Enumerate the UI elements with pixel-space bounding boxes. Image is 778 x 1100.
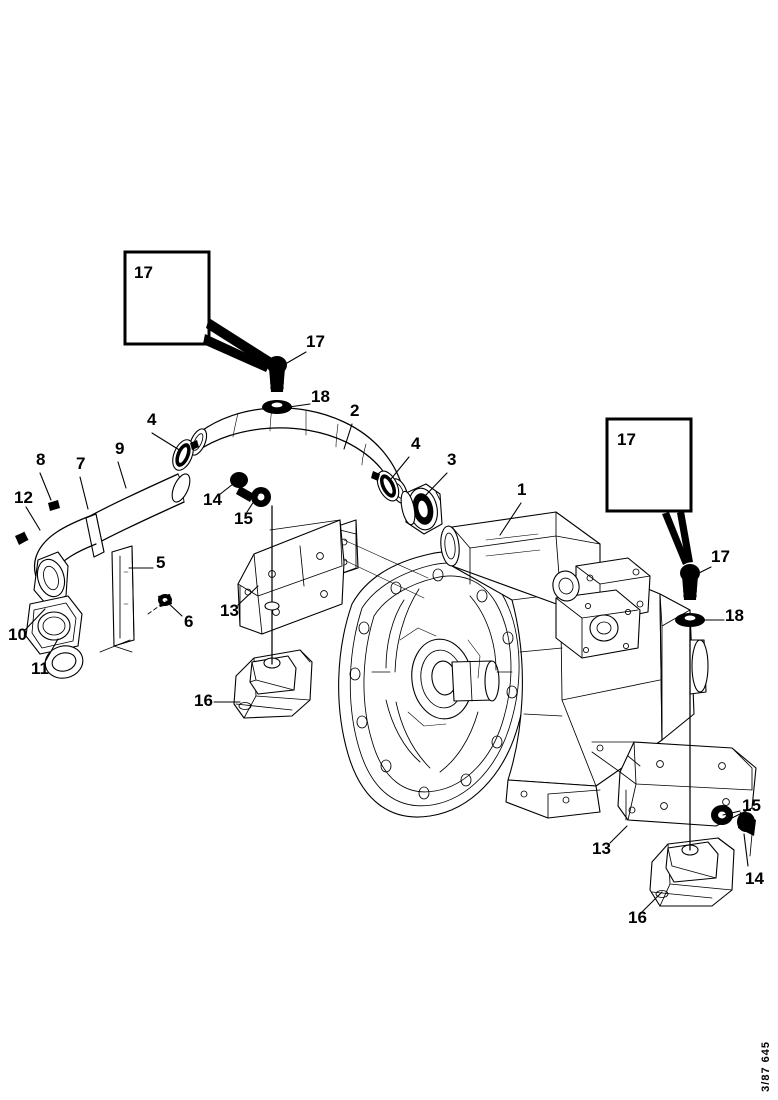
callout-13-right: 13	[592, 839, 611, 858]
callout-2: 2	[350, 401, 360, 420]
clamp-4-right	[371, 470, 400, 502]
callout-15-right: 15	[742, 796, 761, 815]
callout-3: 3	[447, 450, 457, 469]
heat-shield-5	[99, 545, 135, 653]
detail-box-left	[123, 250, 211, 346]
bolt-14-left	[230, 472, 254, 502]
callout-16-left: 16	[194, 691, 213, 710]
sheet-code: 3/87 645	[760, 1041, 772, 1092]
callout-1: 1	[517, 480, 527, 499]
callout-17-right: 17	[711, 547, 730, 566]
callout-11: 11	[31, 659, 49, 678]
callout-10: 10	[8, 625, 27, 644]
stud-17-right	[680, 564, 700, 600]
callout-8: 8	[36, 450, 46, 469]
transmission-assembly	[331, 511, 709, 819]
pipe-assembly-7	[15, 473, 191, 679]
callout-4-right: 4	[411, 434, 421, 453]
detail-box-right	[605, 417, 693, 513]
right-rubber-mount-16	[649, 837, 735, 907]
callout-6: 6	[184, 612, 194, 631]
bell-housing	[338, 551, 528, 818]
callout-13-left: 13	[220, 601, 239, 620]
bolt-14-right	[737, 812, 756, 857]
stud-17-top	[267, 356, 287, 392]
callout-leaders	[23, 351, 749, 913]
left-mount-bracket-13	[237, 519, 345, 635]
callout-7: 7	[76, 454, 86, 473]
detail-box-right-number: 17	[617, 430, 636, 449]
detail-pointer-right	[677, 511, 693, 563]
washer-18-top	[262, 400, 292, 414]
callout-4-left: 4	[147, 410, 157, 429]
callout-17-top: 17	[306, 332, 325, 351]
washer-15-right	[711, 805, 733, 825]
callout-9: 9	[115, 439, 125, 458]
detail-box-left-number: 17	[134, 263, 153, 282]
washer-15-left	[251, 487, 271, 507]
adapter-3	[400, 483, 443, 535]
washer-18-right	[675, 613, 705, 627]
left-rubber-mount-16	[233, 649, 313, 719]
callout-18-top: 18	[311, 387, 330, 406]
gearbox-case	[331, 511, 709, 819]
clamp-4-left	[172, 439, 199, 471]
callout-15-left: 15	[234, 509, 253, 528]
callout-5: 5	[156, 553, 166, 572]
detail-pointer-left	[206, 318, 272, 366]
right-mount-bracket-13	[591, 741, 757, 827]
callout-12: 12	[14, 488, 33, 507]
callout-16-right: 16	[628, 908, 647, 927]
callout-14-right: 14	[745, 869, 764, 888]
callout-18-right: 18	[725, 606, 744, 625]
callout-14-left: 14	[203, 490, 222, 509]
